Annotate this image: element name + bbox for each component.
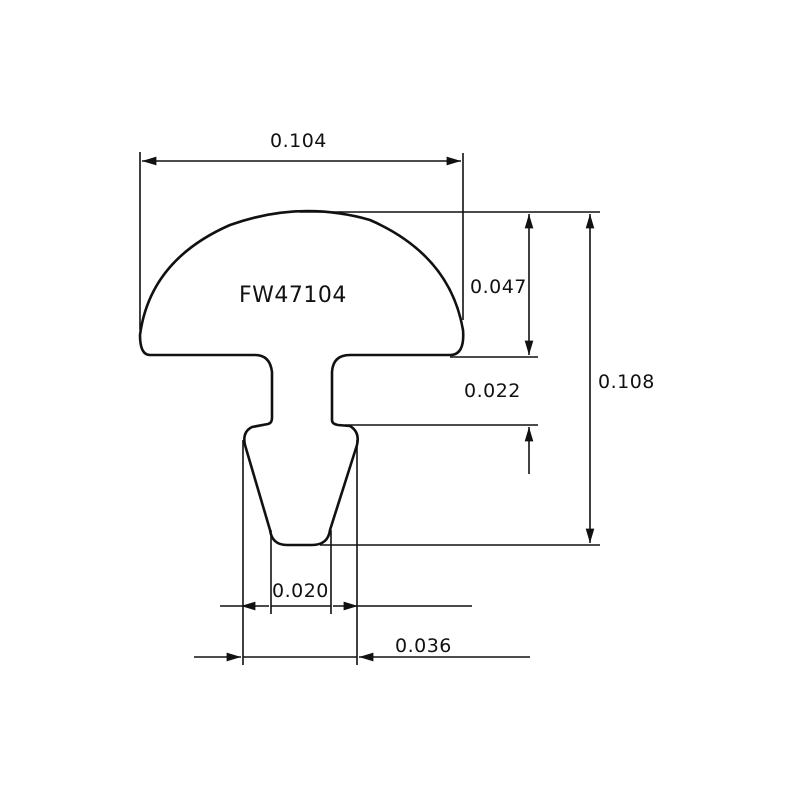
- crown-width-dimension: 0.104: [270, 130, 327, 152]
- barb-width-dimension: 0.036: [395, 635, 452, 657]
- part-number-label: FW47104: [239, 283, 347, 308]
- tang-width-dimension: 0.020: [272, 580, 329, 602]
- total-height-dimension: 0.108: [598, 371, 655, 393]
- neck-height-dimension: 0.022: [464, 380, 521, 402]
- fret-profile-outline: [138, 209, 465, 547]
- crown-height-dimension: 0.047: [470, 276, 527, 298]
- dimension-lines: [139, 152, 600, 665]
